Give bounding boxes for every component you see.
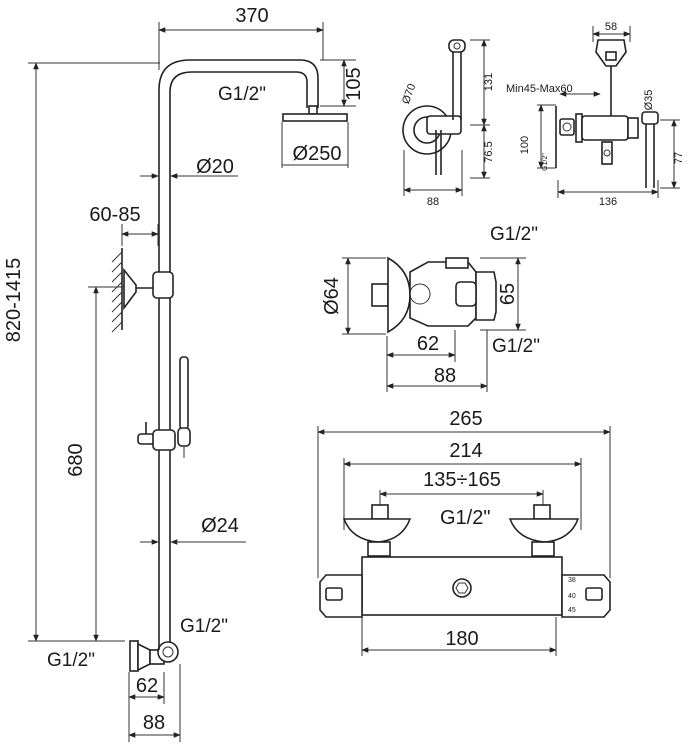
- dim-width-88: 88: [427, 196, 439, 208]
- mixer-thread: G1/2": [440, 507, 490, 529]
- scale-mark-3: 45: [568, 607, 576, 614]
- dim-77: 77: [673, 152, 685, 164]
- dim-100: 100: [519, 136, 531, 154]
- dim-180: 180: [445, 628, 478, 650]
- dim-diverter-diameter: Ø70: [400, 82, 418, 106]
- dim-58: 58: [605, 21, 617, 33]
- diverter-side-view: 131 76.5 Ø70 88: [400, 39, 495, 208]
- dim-pipe-diameter: Ø20: [196, 156, 234, 178]
- dim-valve-88: 88: [434, 365, 456, 387]
- shower-column: 370 G1/2" 105 Ø250 Ø20 60-85: [3, 5, 365, 742]
- thread-inlet-right: G1/2": [180, 616, 228, 637]
- valve-top-view: G1/2" Ø64 65 62 G1/2" 88: [321, 224, 540, 392]
- dim-bar-height: 680: [65, 443, 87, 476]
- dim-head-diameter: Ø250: [293, 143, 342, 165]
- mixer-front-view: 265 214 135÷165 G1/2" 38 40 45 180: [317, 408, 611, 656]
- dim-bidet-thread: G1/2": [542, 153, 549, 171]
- bidet-set-view: 58 Min45-Max60 Ø35 100 G1/2" 77 136: [506, 21, 685, 208]
- shower-head-shape: [282, 113, 348, 122]
- valve-thread-top: G1/2": [490, 224, 538, 245]
- dim-inlet-62: 62: [136, 675, 158, 697]
- scale-mark-1: 38: [568, 577, 576, 584]
- dim-head-drop: 105: [343, 67, 365, 100]
- dim-wall-offset: 60-85: [89, 204, 140, 226]
- dim-bidet-diameter: Ø35: [643, 90, 655, 111]
- dim-lower-pipe: Ø24: [201, 515, 239, 537]
- dim-inlet-88: 88: [143, 712, 165, 734]
- dim-height-131: 131: [483, 73, 495, 91]
- thread-inlet-left: G1/2": [47, 650, 95, 671]
- dim-valve-65: 65: [497, 283, 519, 305]
- valve-thread-bottom: G1/2": [492, 336, 540, 357]
- dim-214: 214: [449, 440, 482, 462]
- thread-top-label: G1/2": [218, 84, 266, 105]
- dim-valve-62: 62: [417, 333, 439, 355]
- scale-mark-2: 40: [568, 593, 576, 600]
- dim-265: 265: [449, 408, 482, 430]
- dim-135-165: 135÷165: [423, 469, 501, 491]
- hand-shower: [179, 356, 189, 430]
- dim-height-76-5: 76.5: [483, 141, 495, 162]
- dim-total-height: 820-1415: [3, 258, 25, 343]
- dim-width-370: 370: [235, 5, 268, 27]
- wall-hatching: [111, 251, 123, 333]
- dim-valve-diameter: Ø64: [321, 277, 343, 315]
- dim-136: 136: [599, 196, 617, 208]
- dim-min-max: Min45-Max60: [506, 83, 573, 95]
